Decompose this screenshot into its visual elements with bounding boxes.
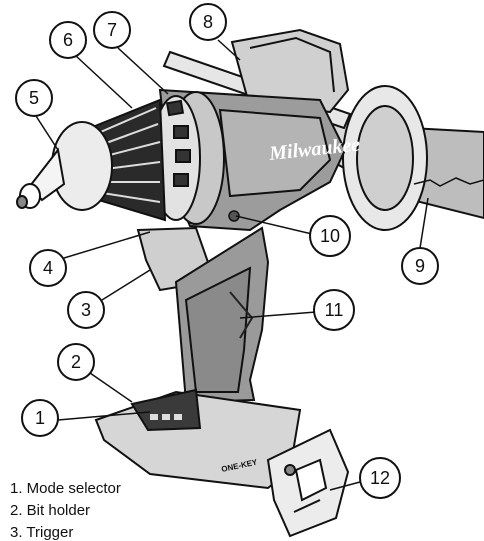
legend-item: 1. Mode selector (10, 480, 121, 497)
callout-10: 10 (309, 215, 351, 257)
callout-1: 1 (21, 399, 59, 437)
side-handle (329, 85, 484, 231)
svg-text:2: 2 (71, 352, 81, 372)
callout-7: 7 (93, 11, 131, 49)
top-housing (230, 28, 350, 114)
legend-item: 3. Trigger (10, 524, 74, 541)
callouts: 1 2 3 4 5 6 7 8 (15, 3, 439, 499)
belt-clip (266, 428, 350, 538)
svg-text:7: 7 (107, 20, 117, 40)
svg-text:10: 10 (320, 226, 340, 246)
svg-text:12: 12 (370, 468, 390, 488)
grip (136, 226, 270, 404)
svg-text:3: 3 (81, 300, 91, 320)
callout-5: 5 (15, 79, 53, 117)
callout-2: 2 (57, 343, 95, 381)
callout-11: 11 (313, 289, 355, 331)
leader-lines (35, 39, 429, 491)
parts-legend: 1. Mode selector 2. Bit holder 3. Trigge… (10, 478, 121, 541)
svg-text:8: 8 (203, 12, 213, 32)
legend-item: 2. Bit holder (10, 502, 91, 519)
svg-text:1: 1 (35, 408, 45, 428)
callout-3: 3 (67, 291, 105, 329)
callout-8: 8 (189, 3, 227, 41)
base: ONE-KEY (94, 388, 302, 490)
callout-6: 6 (49, 21, 87, 59)
svg-text:5: 5 (29, 88, 39, 108)
svg-text:9: 9 (415, 256, 425, 276)
svg-text:6: 6 (63, 30, 73, 50)
svg-text:11: 11 (325, 300, 344, 320)
callout-12: 12 (359, 457, 401, 499)
callout-9: 9 (401, 247, 439, 285)
callout-4: 4 (29, 249, 67, 287)
svg-text:4: 4 (43, 258, 53, 278)
chuck (16, 98, 167, 222)
